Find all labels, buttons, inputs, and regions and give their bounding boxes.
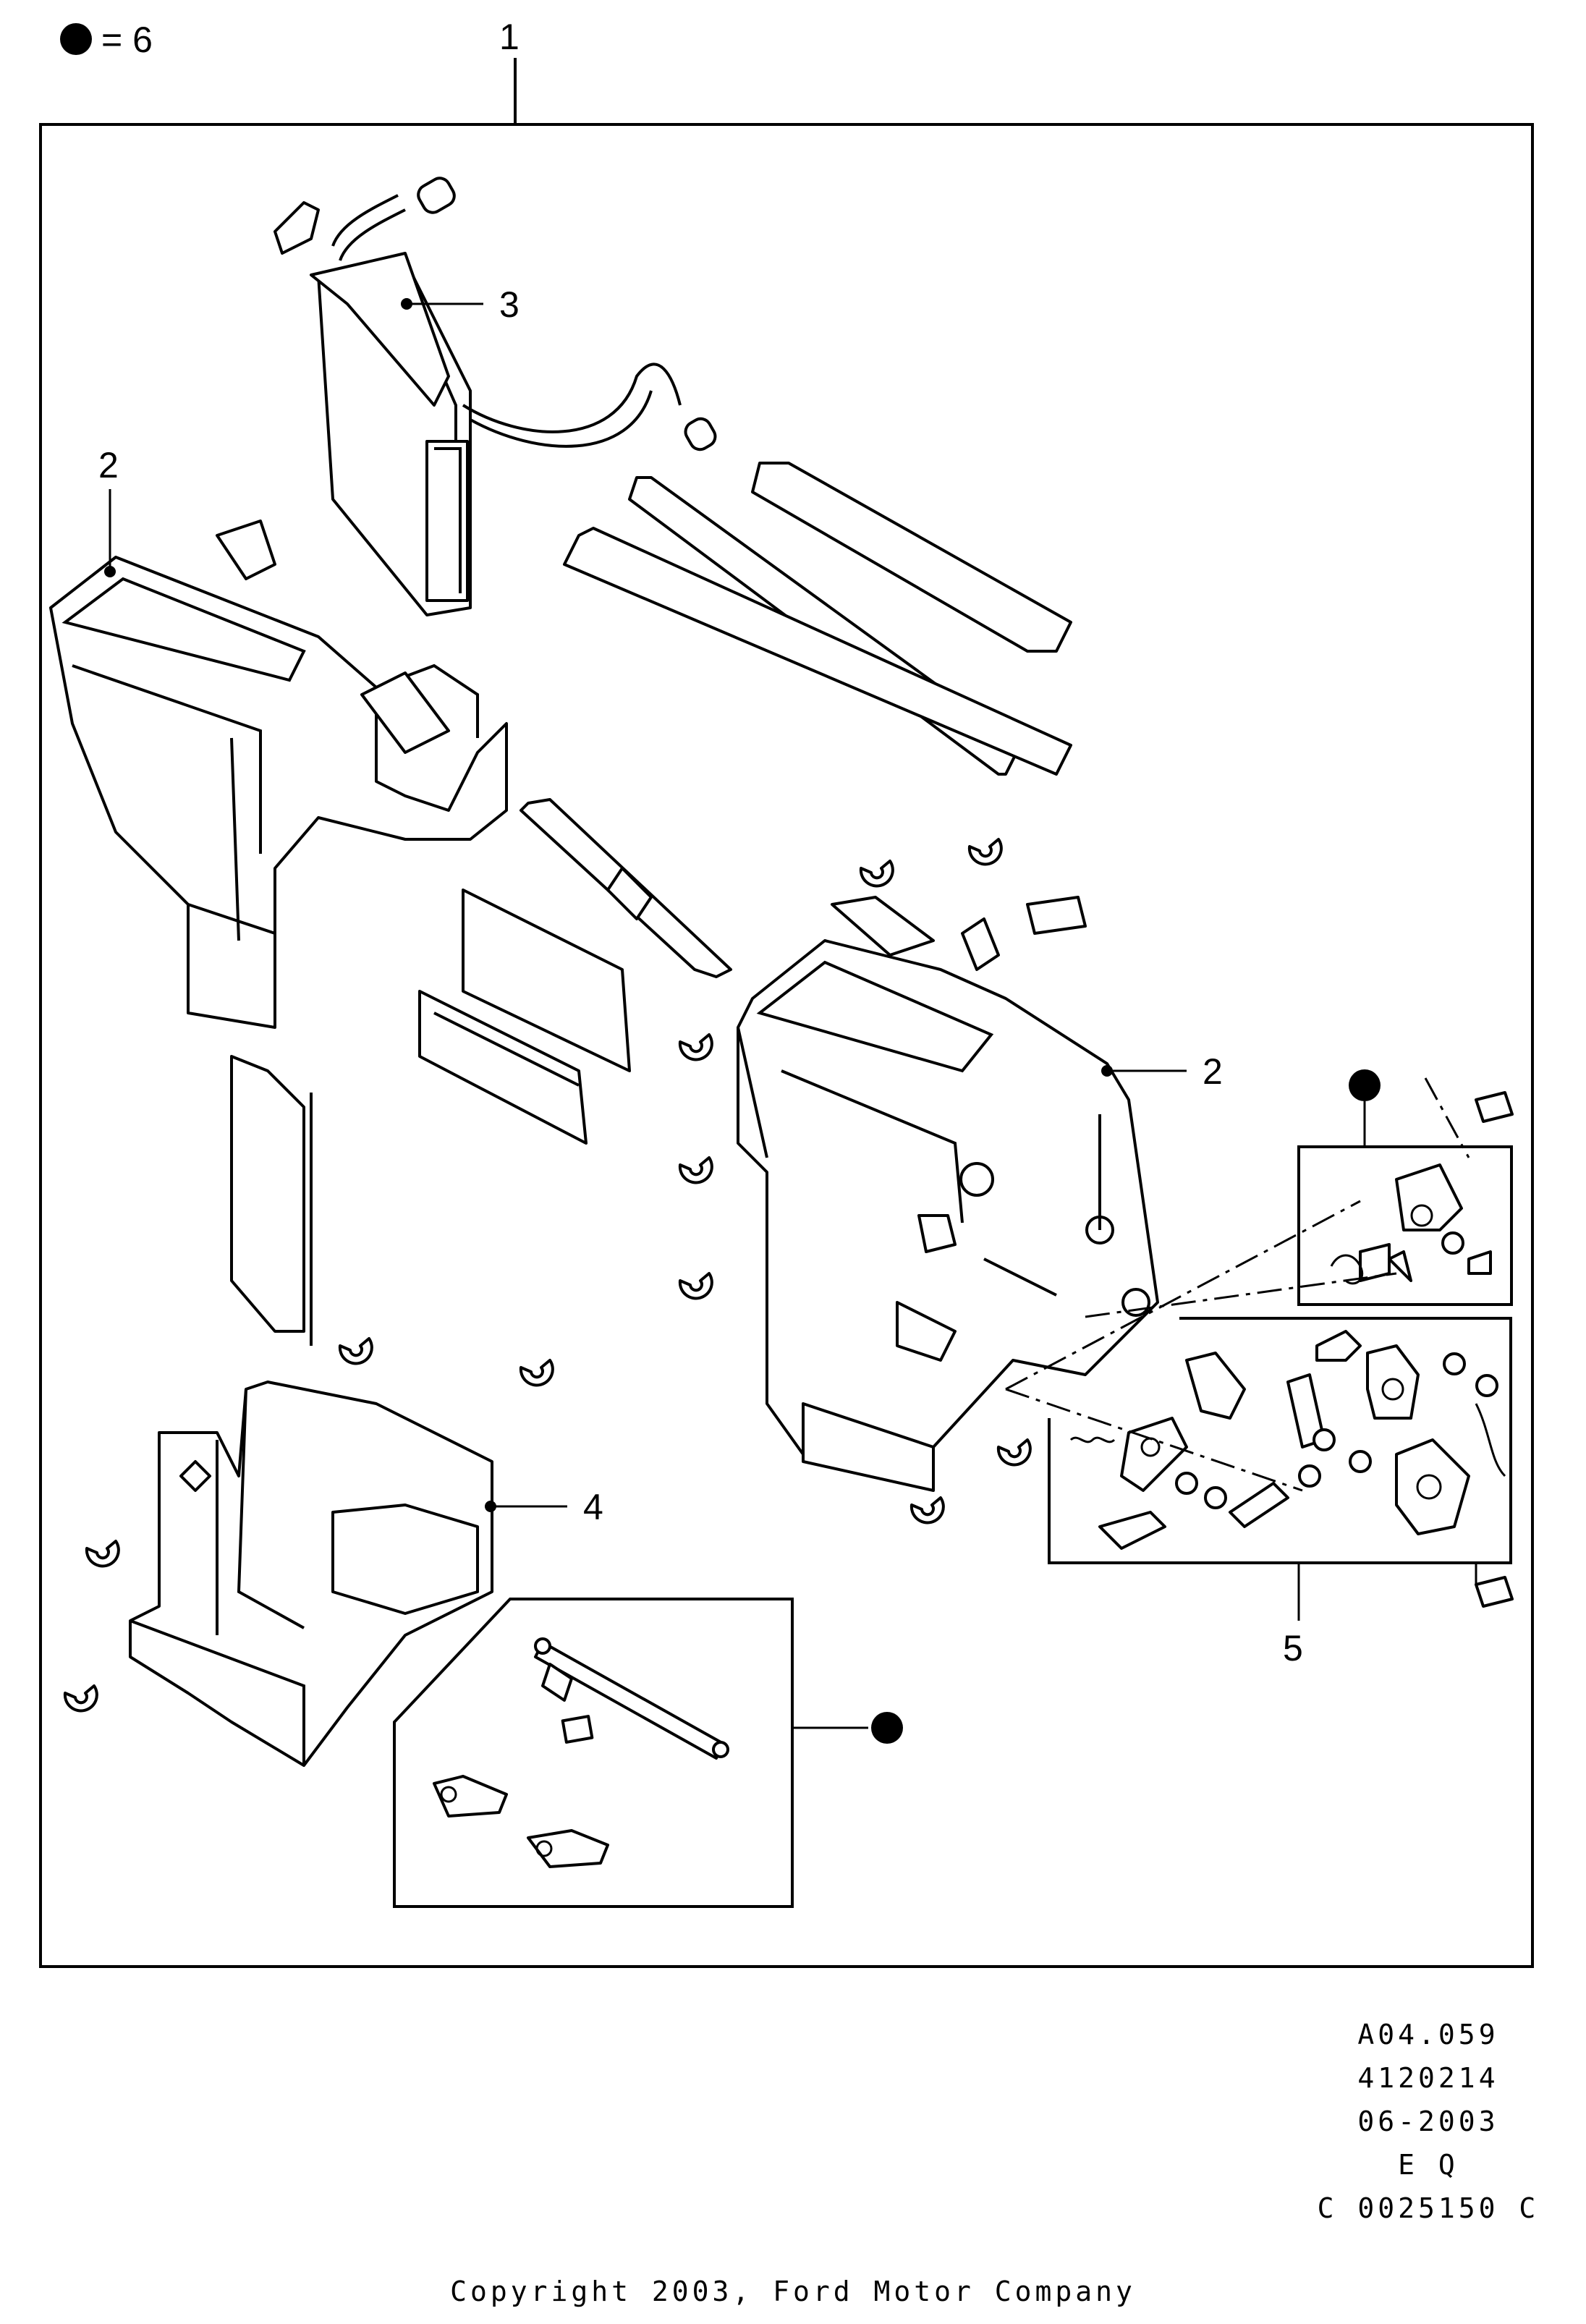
lower-housing bbox=[129, 1381, 493, 1767]
callout-5: 5 bbox=[1283, 1628, 1303, 1668]
heater-core bbox=[273, 177, 717, 616]
legend-bullet-icon bbox=[60, 23, 92, 55]
shaft-kit bbox=[393, 1598, 903, 1908]
callout-2-right: 2 bbox=[1203, 1051, 1223, 1092]
drawing-ref: A04.059 bbox=[1357, 2019, 1499, 2051]
drawing-code: E Q bbox=[1398, 2149, 1459, 2181]
upper-linkage bbox=[1297, 1069, 1514, 1306]
shaft-kit-bullet-icon bbox=[871, 1712, 903, 1744]
legend: = 6 bbox=[60, 20, 153, 60]
housing-right-callout: 2 bbox=[1101, 1051, 1223, 1092]
copyright-notice: Copyright 2003, Ford Motor Company bbox=[450, 2276, 1136, 2307]
drawing-catalog: C 0025150 C bbox=[1317, 2192, 1540, 2224]
housing-right bbox=[737, 896, 1159, 1492]
upper-linkage-bullet-icon bbox=[1349, 1069, 1381, 1101]
clips bbox=[63, 838, 1087, 1713]
drawing-number: 4120214 bbox=[1357, 2062, 1499, 2094]
callout-1: 1 bbox=[499, 17, 520, 57]
drawing-date: 06-2003 bbox=[1357, 2105, 1499, 2137]
drawing-info: A04.059 4120214 06-2003 E Q C 0025150 C bbox=[1284, 2013, 1573, 2230]
housing-left-callout: 2 bbox=[98, 445, 119, 577]
seal-strips bbox=[563, 462, 1072, 776]
linkage-kit: 5 bbox=[1048, 1317, 1514, 1668]
callout-3: 3 bbox=[499, 284, 520, 325]
lower-housing-callout: 4 bbox=[485, 1487, 603, 1527]
callout-2-left: 2 bbox=[98, 445, 119, 485]
door-plates bbox=[230, 798, 732, 1346]
heater-core-callout: 3 bbox=[401, 284, 520, 325]
callout-4: 4 bbox=[583, 1487, 603, 1527]
assembly-frame bbox=[39, 123, 1534, 1968]
guide-lines bbox=[1005, 1200, 1397, 1492]
housing-left bbox=[49, 519, 508, 1029]
assembly-callout: 1 bbox=[499, 17, 520, 124]
legend-text: = 6 bbox=[101, 20, 153, 60]
